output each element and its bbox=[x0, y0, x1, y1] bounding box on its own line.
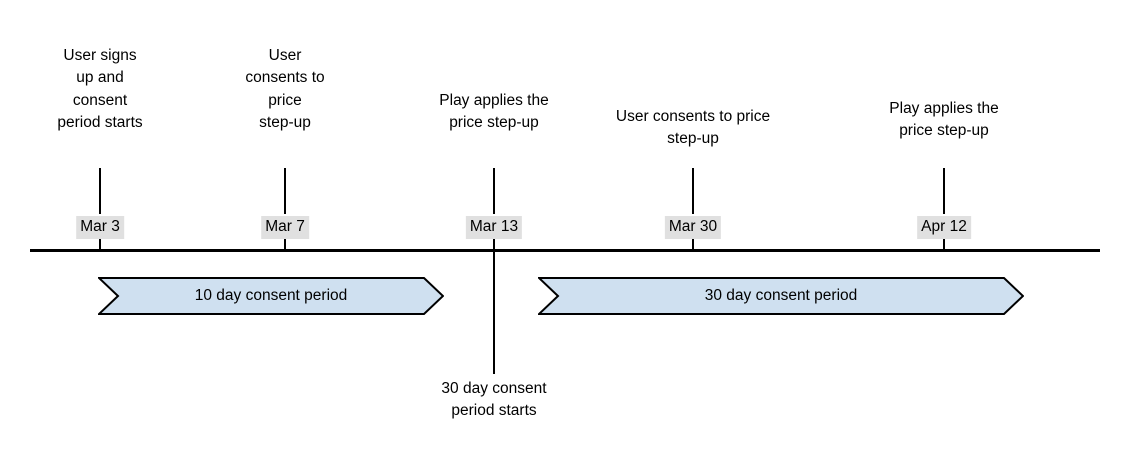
event-stem-line bbox=[493, 168, 495, 214]
event-stem-line bbox=[692, 168, 694, 214]
event-stem-line bbox=[943, 168, 945, 214]
event-stem-line-lower bbox=[692, 238, 694, 250]
event-stem-line bbox=[99, 168, 101, 214]
event-stem-line-lower bbox=[284, 238, 286, 250]
event-date-label: Mar 7 bbox=[261, 216, 309, 239]
annotation-drop-line bbox=[493, 252, 495, 374]
banner-label: 10 day consent period bbox=[194, 287, 348, 305]
timeline-axis bbox=[30, 249, 1100, 252]
event-date-label: Mar 3 bbox=[76, 216, 124, 239]
event-caption: User consents to price step-up bbox=[245, 47, 325, 132]
chevron-shape bbox=[98, 277, 444, 315]
annotation-caption: 30 day consent period starts bbox=[441, 380, 547, 420]
event-caption: Play applies the price step-up bbox=[889, 100, 999, 140]
event-date-label: Mar 13 bbox=[465, 216, 523, 239]
event-caption: User signs up and consent period starts bbox=[57, 47, 143, 132]
event-stem-line-lower bbox=[493, 238, 495, 250]
consent-period-banner: 10 day consent period bbox=[98, 277, 444, 315]
event-caption: User consents to price step-up bbox=[615, 108, 771, 148]
event-date-label: Mar 30 bbox=[664, 216, 722, 239]
consent-period-banner: 30 day consent period bbox=[538, 277, 1024, 315]
event-caption: Play applies the price step-up bbox=[439, 92, 549, 132]
event-date-label: Apr 12 bbox=[917, 216, 971, 239]
banner-label: 30 day consent period bbox=[704, 287, 858, 305]
chevron-shape bbox=[538, 277, 1024, 315]
event-stem-line-lower bbox=[943, 238, 945, 250]
event-stem-line bbox=[284, 168, 286, 214]
event-stem-line-lower bbox=[99, 238, 101, 250]
